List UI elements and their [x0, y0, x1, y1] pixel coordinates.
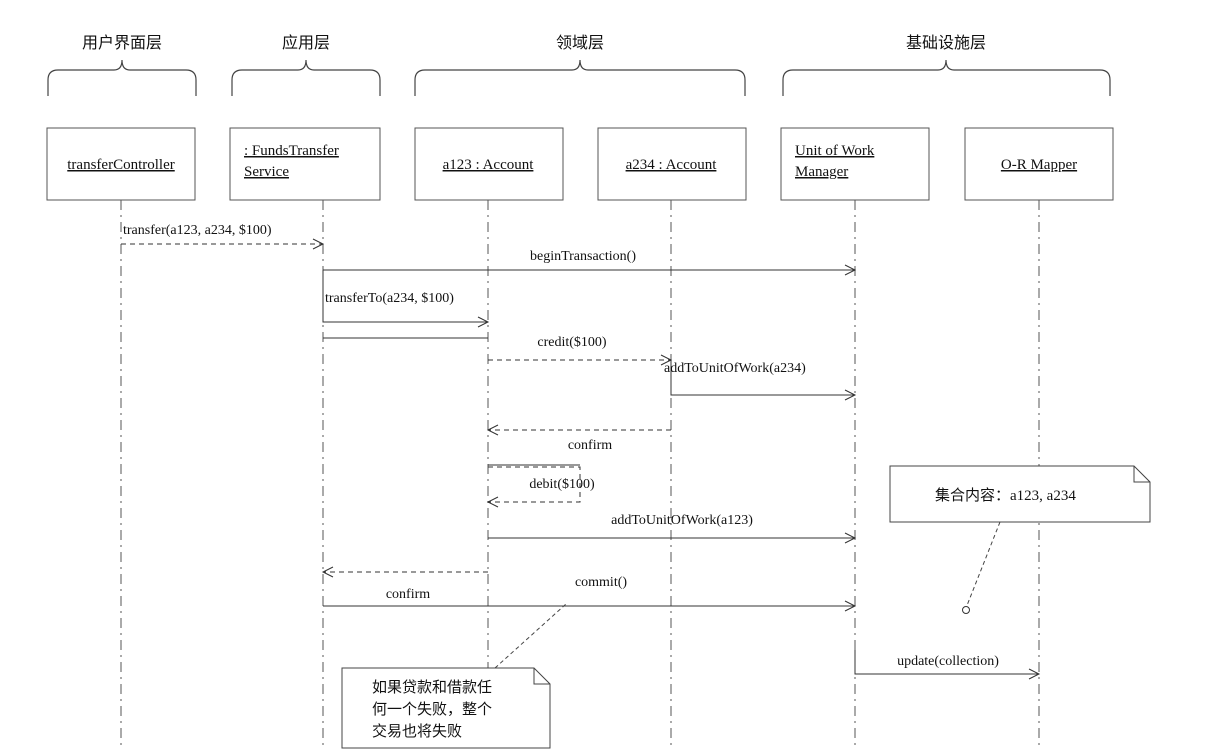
object-label-mapper: O-R Mapper: [1001, 157, 1077, 173]
layer-brace-app: [231, 59, 381, 96]
message-line-m5: [670, 360, 855, 396]
note-collection-anchor: [962, 606, 970, 614]
message-arrowhead-m1: [312, 238, 325, 250]
message-m1: transfer(a123, a234, $100): [121, 223, 325, 250]
note-failure-box: [341, 667, 551, 749]
message-label-m11: confirm: [386, 587, 430, 602]
message-line-m13: [854, 650, 1039, 675]
note-failure-link: [494, 603, 567, 669]
note-failure-text: 交易也将失败: [372, 722, 462, 740]
message-label-m13: update(collection): [897, 654, 999, 669]
message-m4: credit($100): [488, 335, 673, 366]
message-m5: addToUnitOfWork(a234): [664, 360, 857, 401]
layer-label-infra: 基础设施层: [906, 34, 986, 52]
message-arrowhead-m3: [477, 316, 490, 328]
layer-brace-ui: [47, 59, 197, 96]
objects: transferController : FundsTransferService…: [46, 127, 1114, 201]
message-m9: addToUnitOfWork(a123): [488, 513, 857, 544]
message-label-m2: beginTransaction(): [530, 249, 636, 264]
note-failure-text: 如果贷款和借款任: [372, 679, 492, 696]
message-label-m7: confirm: [568, 438, 612, 453]
object-label-a234: a234 : Account: [626, 157, 718, 173]
message-arrowhead-m11: [844, 600, 857, 612]
message-m8: debit($100): [486, 466, 595, 508]
note-collection-text: 集合内容：a123, a234: [935, 487, 1076, 504]
object-label-controller: transferController: [67, 157, 174, 173]
message-arrowhead-m9: [844, 532, 857, 544]
message-label-m9: addToUnitOfWork(a123): [611, 513, 753, 528]
message-line-m3: [322, 270, 488, 323]
message-m6: [486, 424, 671, 436]
layer-label-ui: 用户界面层: [82, 34, 162, 52]
object-box-uow: [780, 127, 930, 201]
object-label-service: : FundsTransfer: [244, 143, 339, 159]
messages: transfer(a123, a234, $100) beginTransacti…: [121, 223, 1041, 680]
message-arrowhead-m6: [486, 424, 499, 436]
note-collection-link: [965, 521, 1001, 609]
message-arrowhead-m2: [844, 264, 857, 276]
object-box-a123: [414, 127, 564, 201]
object-label-service: Service: [244, 164, 289, 180]
message-label-m4: credit($100): [537, 335, 607, 350]
message-label-m3: transferTo(a234, $100): [325, 291, 454, 306]
object-label-a123: a123 : Account: [443, 157, 535, 173]
layer-label-domain: 领域层: [556, 34, 604, 52]
message-arrowhead-m8: [486, 496, 499, 508]
message-line-m8: [488, 466, 581, 503]
note-collection-box: [889, 465, 1151, 523]
note-collection: 集合内容：a123, a234: [889, 465, 1151, 614]
object-box-controller: [46, 127, 196, 201]
message-arrowhead-m10: [321, 566, 334, 578]
object-box-a234: [597, 127, 747, 201]
message-label-m12: commit(): [575, 575, 627, 590]
object-box-service: [229, 127, 381, 201]
message-m3: transferTo(a234, $100): [322, 270, 490, 328]
layer-brace-infra: [782, 59, 1111, 96]
message-m11: confirm: [323, 587, 857, 612]
layer-brace-domain: [414, 59, 746, 96]
message-m7: confirm: [488, 438, 612, 466]
layer-label-app: 应用层: [282, 33, 330, 52]
object-label-uow: Unit of Work: [795, 143, 875, 159]
message-m12: commit(): [575, 575, 627, 590]
layer-groups: 用户界面层 应用层 领域层 基础设施层: [47, 33, 1111, 96]
message-label-m1: transfer(a123, a234, $100): [123, 223, 272, 238]
object-label-uow: Manager: [795, 164, 848, 180]
message-label-m5: addToUnitOfWork(a234): [664, 361, 806, 376]
message-m2: beginTransaction(): [323, 249, 857, 276]
note-failure-text: 何一个失败，整个: [372, 701, 492, 718]
message-label-m8: debit($100): [529, 477, 595, 492]
message-arrowhead-m5: [844, 389, 857, 401]
message-arrowhead-m13: [1028, 668, 1041, 680]
message-m13: update(collection): [854, 650, 1041, 680]
message-m10: [321, 566, 488, 578]
object-box-mapper: [964, 127, 1114, 201]
